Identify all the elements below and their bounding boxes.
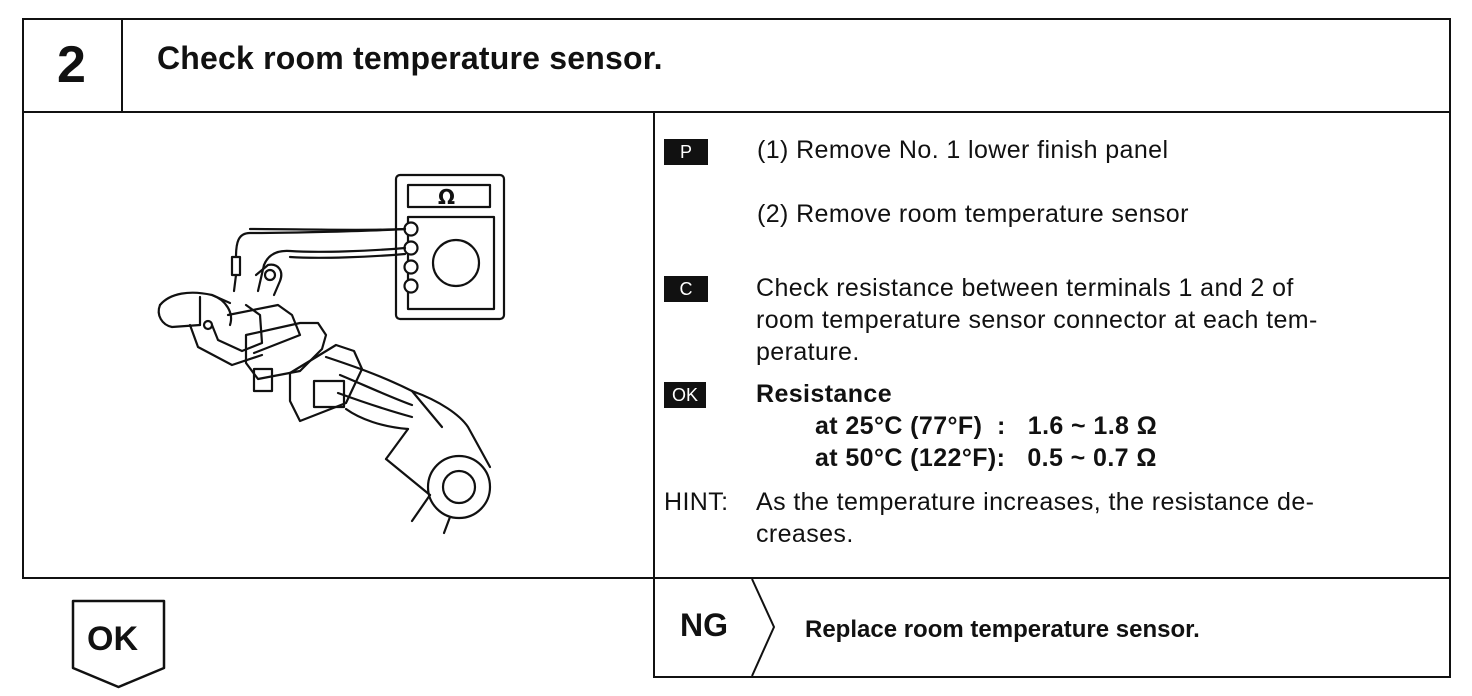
- column-divider: [653, 111, 655, 579]
- resistance-row-50c: at 50°C (122°F): 0.5 ~ 0.7 Ω: [815, 444, 1157, 472]
- step-title: Check room temperature sensor.: [157, 40, 663, 76]
- sensor-illustration: [157, 173, 506, 535]
- check-line-3: perature.: [756, 338, 860, 366]
- hint-label: HINT:: [664, 488, 729, 516]
- resistance-row-25c: at 25°C (77°F) : 1.6 ~ 1.8 Ω: [815, 412, 1158, 440]
- ok-result-arrow: [71, 599, 166, 689]
- hint-line-1: As the temperature increases, the resist…: [756, 488, 1315, 516]
- ng-arrow-divider: [751, 579, 776, 676]
- tag-ok: OK: [664, 382, 706, 408]
- procedure-step-1: (1) Remove No. 1 lower finish panel: [757, 136, 1169, 164]
- resistance-title: Resistance: [756, 380, 893, 408]
- check-line-1: Check resistance between terminals 1 and…: [756, 274, 1294, 302]
- tag-p: P: [664, 139, 708, 165]
- step-number: 2: [57, 35, 86, 94]
- ng-action-text: Replace room temperature sensor.: [805, 616, 1200, 643]
- tag-c: C: [664, 276, 708, 302]
- procedure-step-2: (2) Remove room temperature sensor: [757, 200, 1189, 228]
- check-line-2: room temperature sensor connector at eac…: [756, 306, 1318, 334]
- hint-line-2: creases.: [756, 520, 854, 548]
- ng-label: NG: [680, 607, 728, 643]
- ohmmeter-display-symbol: Ω: [438, 185, 456, 209]
- ok-label: OK: [87, 620, 138, 658]
- ng-result-box: [653, 577, 1451, 678]
